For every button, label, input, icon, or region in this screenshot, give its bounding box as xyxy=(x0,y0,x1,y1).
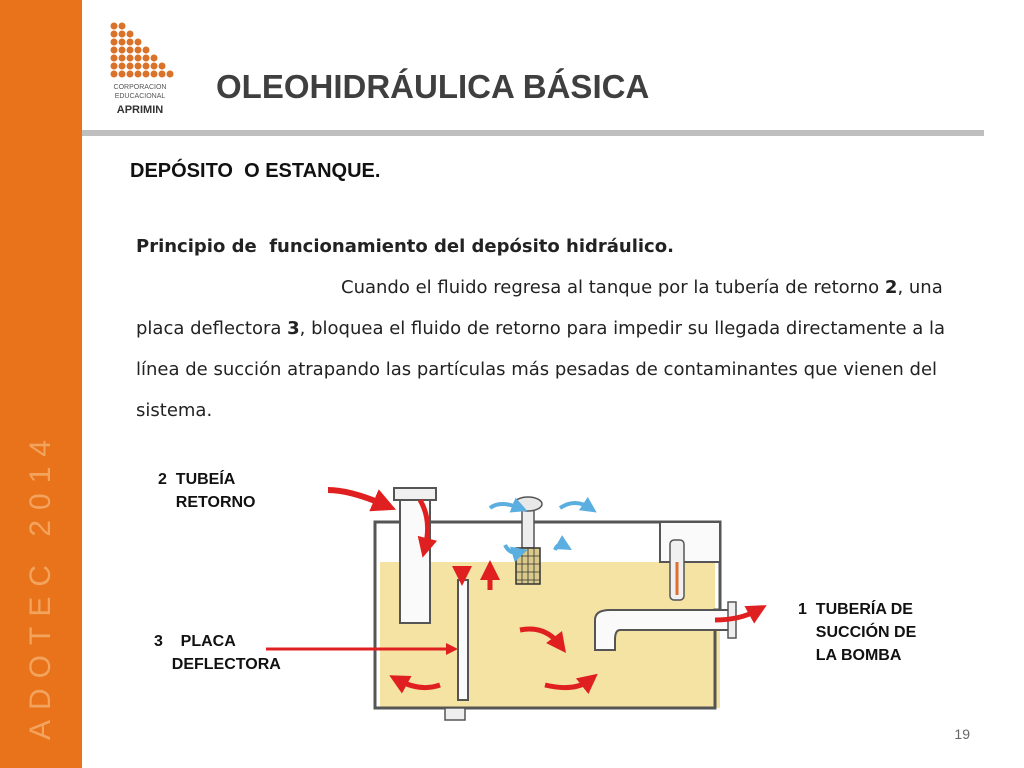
air-arrow-3 xyxy=(503,544,528,562)
flow-arrow-mid xyxy=(519,626,567,653)
side-vertical-text: ADOTEC 2014 xyxy=(24,429,57,740)
air-arrow-2 xyxy=(558,496,597,513)
ref-number-3: 3 xyxy=(287,318,300,339)
flow-arrow-bottom xyxy=(544,673,598,695)
ref-number-2: 2 xyxy=(884,277,898,298)
air-arrow-1 xyxy=(488,497,528,513)
label-return-pipe: 2 TUBEÍA RETORNO xyxy=(158,471,256,511)
breather-stem xyxy=(521,507,535,549)
flow-arrow-left xyxy=(389,675,441,694)
section-subtitle: DEPÓSITO O ESTANQUE. xyxy=(130,160,381,182)
page-title: OLEOHIDRÁULICA BÁSICA xyxy=(216,68,650,105)
logo-line-2: EDUCACIONAL xyxy=(114,93,166,100)
air-arrow-4 xyxy=(553,535,572,551)
page-number: 19 xyxy=(954,726,970,742)
title-divider xyxy=(82,130,984,136)
flow-arrow-down xyxy=(417,498,438,558)
logo-line-1: CORPORACION xyxy=(113,84,167,91)
side-bar xyxy=(0,0,82,768)
reservoir-diagram xyxy=(373,487,767,721)
body-heading: Principio de funcionamiento del depósito… xyxy=(136,236,674,257)
body-text: Cuando el fluido regresa al tanque por l… xyxy=(136,277,946,421)
tank-lid xyxy=(375,521,721,563)
drain-plug xyxy=(444,707,466,721)
aprimin-logo xyxy=(110,22,174,78)
baffle-plate xyxy=(457,579,469,701)
return-pipe-cap xyxy=(393,487,437,501)
body-paragraph: Principio de funcionamiento del depósito… xyxy=(136,226,956,431)
flow-arrow-out xyxy=(714,605,767,624)
logo-brand: APRIMIN xyxy=(116,104,164,116)
label-baffle-plate: 3 PLACA DEFLECTORA xyxy=(154,633,281,673)
label-suction-pipe: 1 TUBERÍA DE SUCCIÓN DE LA BOMBA xyxy=(798,601,917,664)
